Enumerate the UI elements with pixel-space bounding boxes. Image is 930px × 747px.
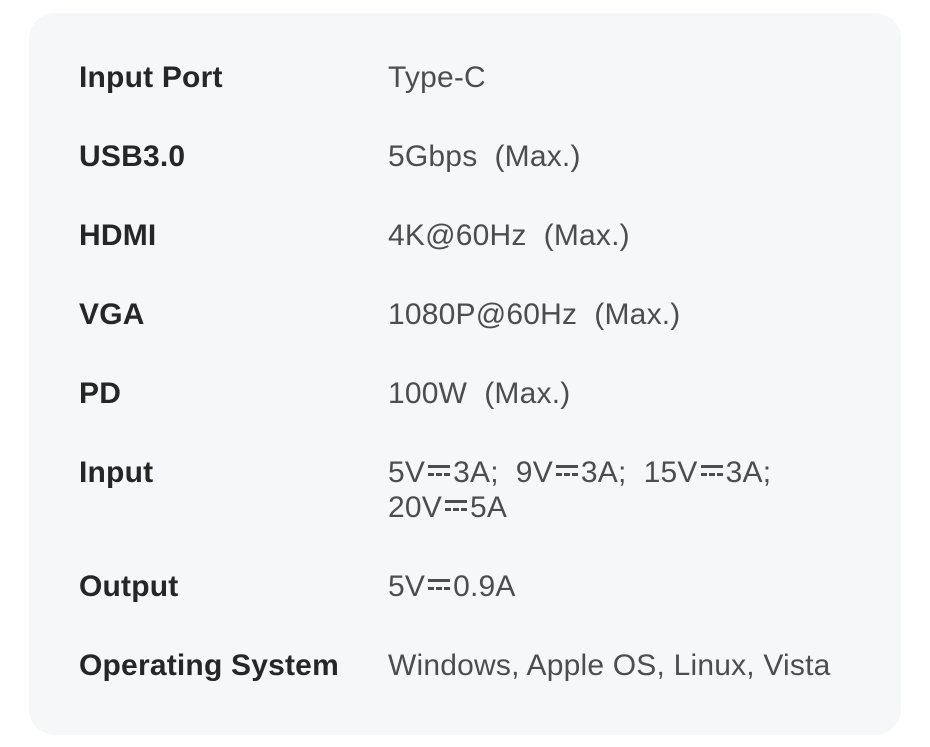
spec-row: VGA 1080P@60Hz (Max.) [79,297,861,332]
spec-row: USB3.0 5Gbps (Max.) [79,139,861,174]
spec-row: HDMI 4K@60Hz (Max.) [79,218,861,253]
spec-label: USB3.0 [79,140,186,173]
spec-value: 1080P@60Hz (Max.) [388,298,681,331]
spec-label: Input [79,456,154,489]
spec-value: 100W (Max.) [388,377,571,410]
spec-label: HDMI [79,219,157,252]
dc-symbol-icon [427,461,451,481]
spec-row: PD 100W (Max.) [79,376,861,411]
dc-symbol-icon [555,461,579,481]
spec-label: PD [79,377,122,410]
spec-value: Type-C [388,61,486,94]
dc-symbol-icon [427,575,451,595]
dc-symbol-icon [700,461,724,481]
spec-value: Windows, Apple OS, Linux, Vista [388,649,831,682]
spec-card: Input Port Type-C USB3.0 5Gbps (Max.) HDMI 4K… [29,13,901,735]
spec-row: Operating System Windows, Apple OS, Linux… [79,648,861,683]
spec-label: Operating System [79,649,339,682]
spec-value: 4K@60Hz (Max.) [388,219,630,252]
spec-label: VGA [79,298,145,331]
spec-value: 5Gbps (Max.) [388,140,581,173]
spec-row: Input Port Type-C [79,60,861,95]
spec-label: Input Port [79,61,223,94]
spec-label: Output [79,570,179,603]
dc-symbol-icon [444,496,468,516]
